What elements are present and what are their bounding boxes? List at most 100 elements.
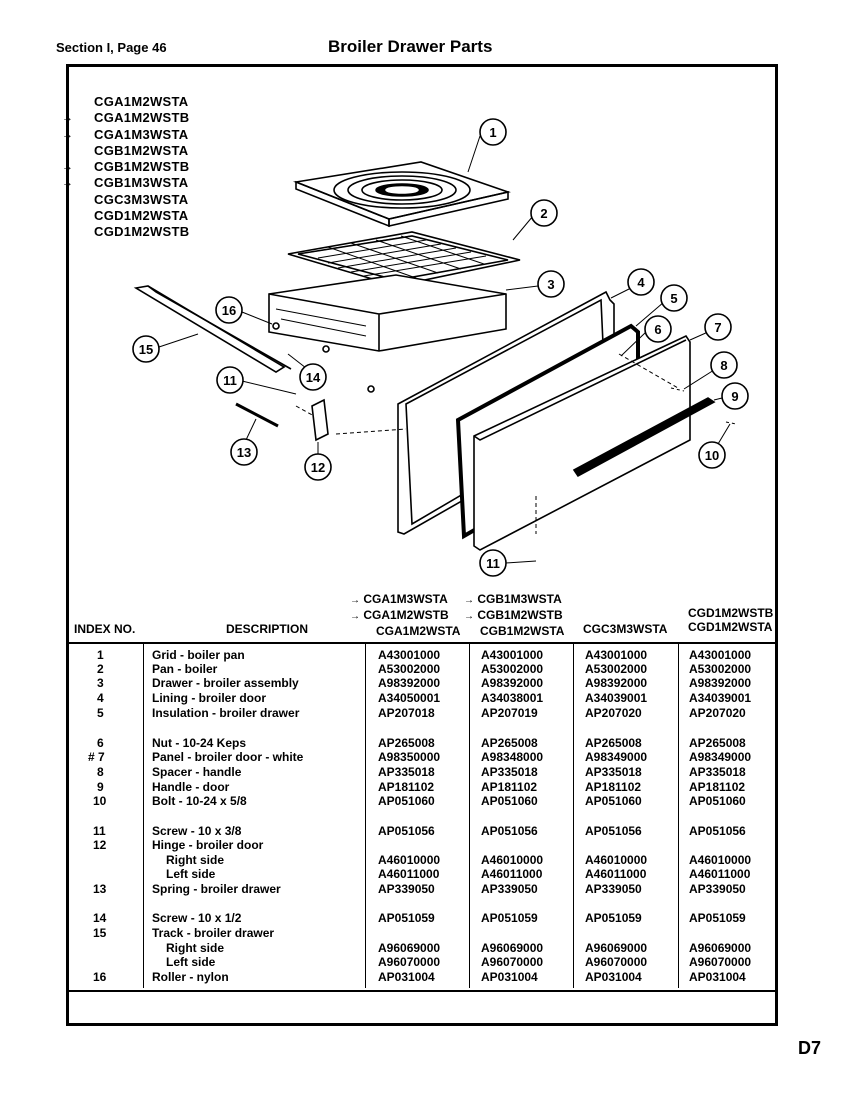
callout-1: 1 — [467, 118, 507, 173]
cell-c4: A96069000 — [689, 941, 752, 955]
cell-c1: A46011000 — [378, 867, 440, 881]
col-divider-3 — [469, 642, 470, 988]
cell-index: 9 — [97, 780, 104, 794]
cell-c2: AP051056 — [481, 824, 538, 838]
arrow-icon: → — [62, 161, 74, 174]
cell-index: 11 — [93, 824, 106, 838]
model-item: CGC3M3WSTA — [94, 191, 189, 207]
cell-c2: AP051060 — [481, 794, 538, 808]
grid-boiler-pan — [293, 161, 511, 228]
svg-text:7: 7 — [714, 320, 721, 335]
callout-3: 3 — [505, 270, 565, 298]
model-item: CGD1M2WSTB — [94, 224, 190, 240]
cell-desc: Insulation - broiler drawer — [152, 706, 300, 720]
cell-c2: AP051059 — [481, 911, 538, 925]
col3-header: CGC3M3WSTA — [583, 622, 668, 636]
cell-index: 4 — [97, 691, 104, 705]
cell-desc: Roller - nylon — [152, 970, 229, 984]
cell-c4: A46010000 — [689, 853, 752, 867]
spring-broiler-drawer — [235, 402, 279, 428]
svg-text:6: 6 — [654, 322, 661, 337]
parts-table-bottom-rule — [69, 990, 775, 992]
model-item: CGB1M2WSTA — [94, 142, 189, 158]
cell-c3: A43001000 — [585, 648, 648, 662]
cell-index: 16 — [93, 970, 107, 984]
hinge-left — [311, 398, 329, 442]
cell-c3: AP207020 — [585, 706, 642, 720]
cell-desc: Spacer - handle — [152, 765, 242, 779]
cell-c2: A46010000 — [481, 853, 544, 867]
cell-index: 13 — [93, 882, 107, 896]
svg-text:3: 3 — [547, 277, 554, 292]
cell-desc: Handle - door — [152, 780, 230, 794]
cell-c3: A46010000 — [585, 853, 648, 867]
cell-index: 3 — [97, 676, 104, 690]
cell-c3: A46011000 — [585, 867, 647, 881]
cell-c4: AP335018 — [689, 765, 746, 779]
cell-desc: Panel - broiler door - white — [152, 750, 304, 764]
callout-6: 6 — [620, 315, 672, 357]
cell-c4: AP207020 — [689, 706, 746, 720]
cell-c2: A96069000 — [481, 941, 544, 955]
cell-c4: AP051059 — [689, 911, 746, 925]
cell-c2: A98392000 — [481, 676, 544, 690]
cell-c2: A34038001 — [481, 691, 544, 705]
col4-header: CGD1M2WSTB CGD1M2WSTA — [688, 606, 774, 634]
arrow-icon: → — [62, 128, 74, 141]
cell-c3: AP265008 — [585, 736, 642, 750]
cell-index: 8 — [97, 765, 104, 779]
cell-c1: A34050001 — [378, 691, 441, 705]
page-title: Broiler Drawer Parts — [328, 37, 493, 56]
callout-11-lower: 11 — [479, 549, 537, 577]
col2-header: → CGB1M3WSTA → CGB1M2WSTB CGB1M2WSTA — [464, 592, 565, 638]
cell-desc: Track - broiler drawer — [152, 926, 275, 940]
model-item: →CGB1M3WSTA — [62, 175, 189, 191]
cell-c2: AP265008 — [481, 736, 538, 750]
cell-c3: A96069000 — [585, 941, 648, 955]
cell-index: 5 — [97, 706, 104, 720]
cell-c4: A46011000 — [689, 867, 751, 881]
cell-c4: AP031004 — [689, 970, 746, 984]
cell-desc: Left side — [166, 867, 216, 881]
cell-c4: AP051060 — [689, 794, 746, 808]
index-header: INDEX NO. — [74, 622, 136, 636]
cell-c2: A98348000 — [481, 750, 544, 764]
cell-desc: Spring - broiler drawer — [152, 882, 281, 896]
cell-index: # 7 — [88, 750, 105, 764]
callout-16: 16 — [215, 296, 273, 325]
cell-desc: Right side — [166, 941, 225, 955]
cell-desc: Left side — [166, 955, 216, 969]
callout-15: 15 — [132, 333, 199, 363]
cell-c3: AP051059 — [585, 911, 642, 925]
arrow-icon: → — [62, 112, 74, 125]
cell-desc: Screw - 10 x 3/8 — [152, 824, 242, 838]
svg-text:4: 4 — [637, 275, 645, 290]
cell-desc: Hinge - broiler door — [152, 838, 264, 852]
description-header: DESCRIPTION — [226, 622, 309, 636]
door-panel — [473, 334, 691, 551]
cell-c2: AP339050 — [481, 882, 538, 896]
cell-desc: Nut - 10-24 Keps — [152, 736, 247, 750]
cell-c2: A53002000 — [481, 662, 544, 676]
cell-index: 12 — [93, 838, 107, 852]
cell-desc: Bolt - 10-24 x 5/8 — [152, 794, 247, 808]
col-divider-1 — [143, 642, 144, 988]
cell-c2: AP335018 — [481, 765, 538, 779]
cell-c1: AP031004 — [378, 970, 435, 984]
svg-text:9: 9 — [731, 389, 738, 404]
cell-index: 14 — [93, 911, 107, 925]
cell-c4: AP181102 — [689, 780, 746, 794]
cell-c1: A96070000 — [378, 955, 441, 969]
cell-c4: A96070000 — [689, 955, 752, 969]
cell-c4: A98392000 — [689, 676, 752, 690]
cell-c3: A96070000 — [585, 955, 648, 969]
cell-index: 10 — [93, 794, 107, 808]
svg-text:10: 10 — [705, 448, 719, 463]
cell-c3: AP051060 — [585, 794, 642, 808]
cell-c1: AP051056 — [378, 824, 435, 838]
section-page-label: Section I, Page 46 — [56, 40, 167, 55]
cell-c4: A34039001 — [689, 691, 752, 705]
cell-c4: A43001000 — [689, 648, 752, 662]
callout-13: 13 — [230, 418, 258, 466]
callout-8: 8 — [683, 351, 738, 390]
